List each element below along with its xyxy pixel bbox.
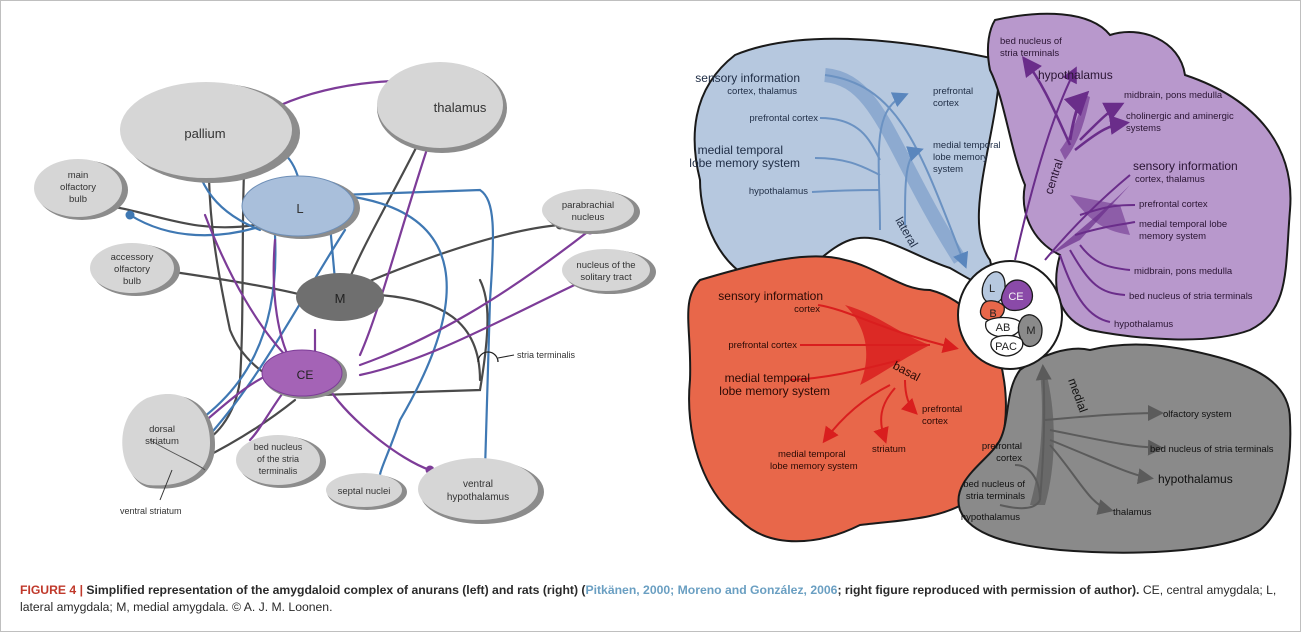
- lat-in-1: sensory information: [695, 71, 800, 85]
- med-out-4: thalamus: [1113, 507, 1152, 518]
- cen-in-7: bed nucleus of stria terminals: [1129, 291, 1253, 302]
- caption-rest: CE, central amygdala; L, lateral amygdal…: [20, 583, 1277, 614]
- caption-citations: Pitkänen, 2000; Moreno and González, 200…: [585, 583, 838, 597]
- med-in-4: stria terminals: [966, 491, 1025, 502]
- pallium-label: pallium: [184, 126, 225, 141]
- bas-in-4: medial temporal: [725, 371, 810, 385]
- lat-in-2: cortex, thalamus: [727, 86, 797, 97]
- L-label: L: [296, 201, 303, 216]
- bed-nucleus-label-3: terminalis: [259, 466, 298, 476]
- cen-in-2: cortex, thalamus: [1135, 174, 1205, 185]
- lat-in-4: medial temporal: [698, 143, 783, 157]
- cen-in-1: sensory information: [1133, 159, 1238, 173]
- cen-out-6: systems: [1126, 123, 1161, 134]
- ventral-striatum-label: ventral striatum: [120, 506, 182, 516]
- caption-figure-no: FIGURE 4 |: [20, 583, 84, 597]
- ventral-hypothalamus-label-1: ventral: [463, 479, 493, 490]
- lat-out-1: prefrontal: [933, 86, 973, 97]
- nucleus-M: M: [1026, 325, 1035, 337]
- lat-in-5: lobe memory system: [689, 156, 800, 170]
- cen-in-3: prefrontal cortex: [1139, 199, 1208, 210]
- nucleus-AB: AB: [996, 322, 1011, 334]
- right-diagram: L CE B AB M PAC sensory information cort…: [687, 12, 1292, 554]
- main-olfactory-bulb-label-3: bulb: [69, 194, 87, 205]
- bed-nucleus-label-1: bed nucleus: [254, 442, 303, 452]
- accessory-olfactory-label-3: bulb: [123, 276, 141, 287]
- cen-out-4: midbrain, pons medulla: [1124, 90, 1223, 101]
- med-in-5: hypothalamus: [961, 512, 1020, 523]
- parabrachial-label-1: parabrachial: [562, 200, 614, 211]
- solitary-tract-label-1: nucleus of the: [576, 260, 635, 271]
- CE-label: CE: [297, 368, 314, 382]
- cen-in-6: midbrain, pons medulla: [1134, 266, 1233, 277]
- septal-nuclei-label: septal nuclei: [338, 486, 391, 497]
- nucleus-L: L: [989, 283, 995, 295]
- cen-out-5: cholinergic and aminergic: [1126, 111, 1234, 122]
- nucleus-CE: CE: [1008, 291, 1023, 303]
- dorsal-striatum-label-1: dorsal: [149, 424, 175, 435]
- bas-in-5: lobe memory system: [719, 384, 830, 398]
- cen-in-4: medial temporal lobe: [1139, 219, 1227, 230]
- bas-out-4: medial temporal: [778, 449, 846, 460]
- bas-in-3: prefrontal cortex: [728, 340, 797, 351]
- bed-nucleus-label-2: of the stria: [257, 454, 299, 464]
- cen-in-5: memory system: [1139, 231, 1206, 242]
- cen-in-8: hypothalamus: [1114, 319, 1173, 330]
- dorsal-striatum-label-2: striatum: [145, 436, 179, 447]
- cen-out-2: stria terminals: [1000, 48, 1059, 59]
- caption-bold-2: ; right figure reproduced with permissio…: [837, 583, 1140, 597]
- nucleus-B: B: [989, 308, 996, 320]
- M-label: M: [335, 291, 346, 306]
- stria-terminalis-label: stria terminalis: [517, 350, 576, 360]
- accessory-olfactory-label-2: olfactory: [114, 264, 150, 275]
- med-out-1: olfactory system: [1163, 409, 1232, 420]
- med-in-1: prefrontal: [982, 441, 1022, 452]
- lat-out-4: lobe memory: [933, 152, 988, 163]
- lat-out-5: system: [933, 164, 963, 175]
- bas-out-5: lobe memory system: [770, 461, 858, 472]
- med-in-2: cortex: [996, 453, 1022, 464]
- left-diagram: pallium thalamus main olfactory bulb L p…: [34, 62, 656, 524]
- lat-in-3: prefrontal cortex: [749, 113, 818, 124]
- figure-diagrams: pallium thalamus main olfactory bulb L p…: [34, 12, 1292, 554]
- accessory-olfactory-label-1: accessory: [111, 252, 154, 263]
- caption-bold: Simplified representation of the amygdal…: [83, 583, 586, 597]
- lat-out-3: medial temporal: [933, 140, 1001, 151]
- main-olfactory-bulb-label-2: olfactory: [60, 182, 96, 193]
- figure-caption: FIGURE 4 | Simplified representation of …: [20, 582, 1285, 616]
- solitary-tract-label-2: solitary tract: [580, 272, 632, 283]
- main-olfactory-bulb-label-1: main: [68, 170, 89, 181]
- ventral-hypothalamus-label-2: hypothalamus: [447, 492, 509, 503]
- lat-in-6: hypothalamus: [749, 186, 808, 197]
- thalamus-label: thalamus: [434, 100, 487, 115]
- bas-in-2: cortex: [794, 304, 820, 315]
- bas-out-3: striatum: [872, 444, 906, 455]
- med-in-3: bed nucleus of: [963, 479, 1025, 490]
- parabrachial-label-2: nucleus: [572, 212, 605, 223]
- bas-in-1: sensory information: [718, 289, 823, 303]
- med-out-3: hypothalamus: [1158, 472, 1233, 486]
- cen-out-1: bed nucleus of: [1000, 36, 1062, 47]
- nucleus-PAC: PAC: [995, 341, 1017, 353]
- lat-out-2: cortex: [933, 98, 959, 109]
- bas-out-1: prefrontal: [922, 404, 962, 415]
- bas-out-2: cortex: [922, 416, 948, 427]
- med-out-2: bed nucleus of stria terminals: [1150, 444, 1274, 455]
- cen-out-3: hypothalamus: [1038, 68, 1113, 82]
